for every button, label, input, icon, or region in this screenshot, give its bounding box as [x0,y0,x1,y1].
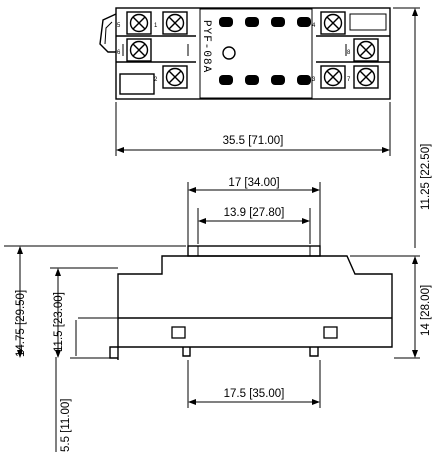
top-height-label: 11.25 [22.50] [420,144,432,210]
pin-hole [271,75,285,85]
pin-hole [271,17,285,27]
right-height-label: 14 [28.00] [420,285,432,336]
top-width-dimension: 35.5 [71.00] [115,102,391,156]
pin-hole [219,75,233,85]
svg-text:7: 7 [347,77,351,83]
screw-terminal [320,11,346,35]
bottom-width-dimension: 17.5 [35.00] [187,360,321,408]
center-hole [222,46,236,60]
screw-terminal [162,65,188,89]
pin-hole [245,17,259,27]
screw-terminal [126,11,152,35]
screw-terminal [320,65,346,89]
left-overall-label: 14.75 [29.50] [15,290,27,357]
top-outer-label: 17 [34.00] [228,177,279,189]
screw-terminal [353,38,379,62]
left-overall-dimension: 14.75 [29.50] [4,245,186,358]
svg-text:3: 3 [312,77,316,83]
left-low-dimension: 5.5 [11.00] [55,317,118,452]
left-mid-dimension: 11.5 [23.00] [50,267,118,358]
svg-text:4: 4 [312,23,316,29]
left-mid-label: 11.5 [23.00] [53,292,65,352]
din-clip-left [99,13,117,53]
top-height-dimension: 11.25 [22.50] [393,7,432,248]
pin-hole [245,75,259,85]
front-view-body [109,245,393,360]
svg-text:8: 8 [347,50,351,56]
pin-hole [297,75,311,85]
screw-terminal [126,38,152,62]
model-label: PYF-08A [200,20,212,73]
screw-terminal [353,65,379,89]
top-body-outline [115,7,391,100]
top-width-label: 35.5 [71.00] [223,135,284,147]
top-outer-dimension: 17 [34.00] [187,177,321,246]
right-height-dimension: 14 [28.00] [350,255,432,359]
top-inner-dimension: 13.9 [27.80] [197,207,311,244]
top-view: 5 1 6 2 4 3 8 7 PYF-08A [99,7,391,100]
bottom-width-label: 17.5 [35.00] [224,388,285,400]
screw-terminal [162,11,188,35]
pin-hole [297,17,311,27]
svg-text:1: 1 [154,23,158,29]
top-inner-label: 13.9 [27.80] [224,207,285,219]
svg-text:6: 6 [117,50,121,56]
pin-hole [219,17,233,27]
left-low-label: 5.5 [11.00] [60,399,72,452]
svg-text:2: 2 [154,77,158,83]
svg-text:5: 5 [117,23,121,29]
